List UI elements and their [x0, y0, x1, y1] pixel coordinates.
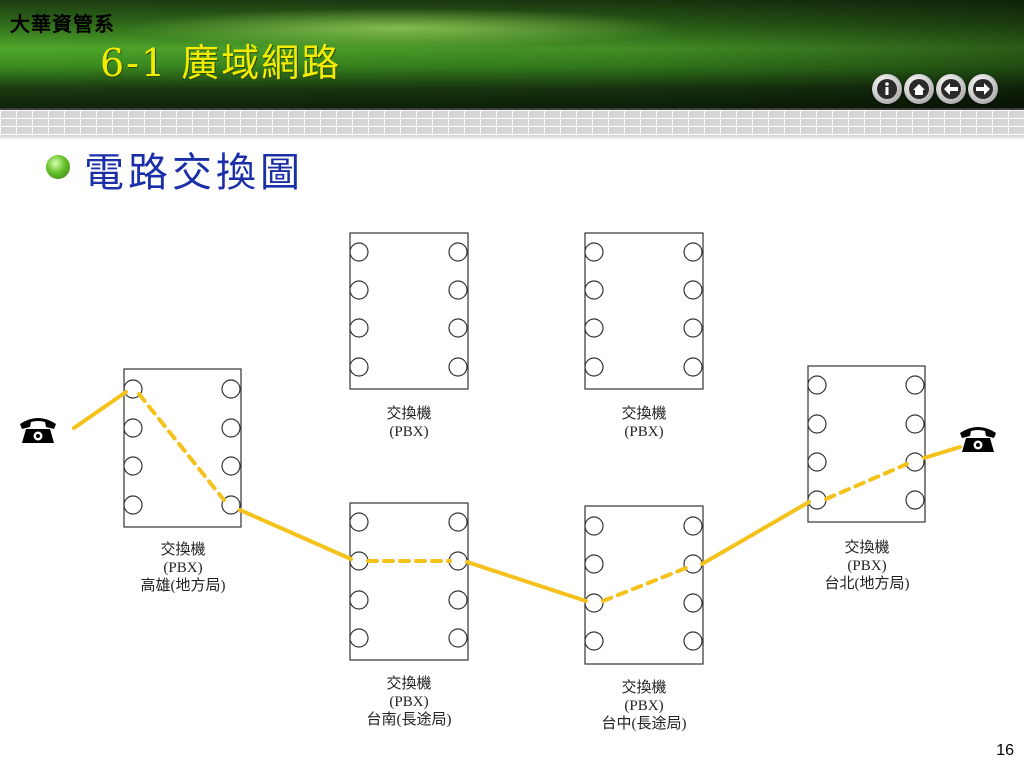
- switch-location-label: 高雄(地方局): [140, 578, 226, 594]
- switch-box-kaohsiung: [123, 368, 242, 528]
- chapter-title: 6-1 廣域網路: [100, 41, 342, 85]
- dashed-link: [824, 462, 909, 501]
- department-label: 大華資管系: [10, 12, 115, 36]
- dashed-link: [601, 566, 688, 603]
- switch-location-label: 台南(長途局): [366, 712, 452, 728]
- switch-model-label: (PBX): [624, 698, 664, 714]
- slide-heading: 電路交換圖: [84, 150, 304, 196]
- solid-link: [72, 390, 128, 430]
- switch-label-top-right: 交換機 (PBX): [574, 405, 714, 441]
- page-number: 16: [996, 742, 1014, 759]
- switch-type-label: 交換機: [844, 540, 890, 556]
- switch-box-taipei: [807, 365, 926, 523]
- solid-link: [700, 500, 811, 566]
- switch-location-label: 台中(長途局): [601, 716, 687, 732]
- switch-type-label: 交換機: [621, 680, 667, 696]
- navigation-buttons: [872, 74, 1000, 106]
- switch-box-top-middle: [349, 232, 469, 390]
- switch-model-label: (PBX): [624, 424, 664, 440]
- switch-model-label: (PBX): [389, 424, 429, 440]
- home-icon[interactable]: [904, 74, 934, 104]
- bullet-icon: [46, 155, 70, 179]
- switch-type-label: 交換機: [386, 406, 432, 422]
- telephone-icon: [960, 427, 996, 452]
- grid-divider: [0, 108, 1024, 140]
- switch-label-taichung: 交換機 (PBX) 台中(長途局): [574, 679, 714, 733]
- banner-glow: [120, 8, 680, 48]
- switch-type-label: 交換機: [160, 542, 206, 558]
- solid-link: [465, 560, 588, 603]
- switch-model-label: (PBX): [389, 694, 429, 710]
- switch-label-taipei: 交換機 (PBX) 台北(地方局): [797, 539, 937, 593]
- title-banner: 大華資管系 6-1 廣域網路: [0, 0, 1024, 108]
- switch-label-top-middle: 交換機 (PBX): [339, 405, 479, 441]
- switch-location-label: 台北(地方局): [824, 576, 910, 592]
- arrow-right-icon[interactable]: [968, 74, 998, 104]
- circuit-path: [72, 390, 962, 603]
- telephone-icon: [20, 418, 56, 443]
- switch-model-label: (PBX): [163, 560, 203, 576]
- switch-type-label: 交換機: [621, 406, 667, 422]
- switch-box-top-right: [584, 232, 704, 390]
- solid-link: [238, 508, 353, 561]
- switch-label-kaohsiung: 交換機 (PBX) 高雄(地方局): [113, 541, 253, 595]
- dashed-link: [137, 392, 226, 502]
- switch-box-tainan: [349, 502, 469, 661]
- switch-box-taichung: [584, 505, 704, 665]
- arrow-left-icon[interactable]: [936, 74, 966, 104]
- solid-link: [922, 445, 962, 460]
- switch-model-label: (PBX): [847, 558, 887, 574]
- switch-type-label: 交換機: [386, 676, 432, 692]
- switch-label-tainan: 交換機 (PBX) 台南(長途局): [339, 675, 479, 729]
- info-icon[interactable]: [872, 74, 902, 104]
